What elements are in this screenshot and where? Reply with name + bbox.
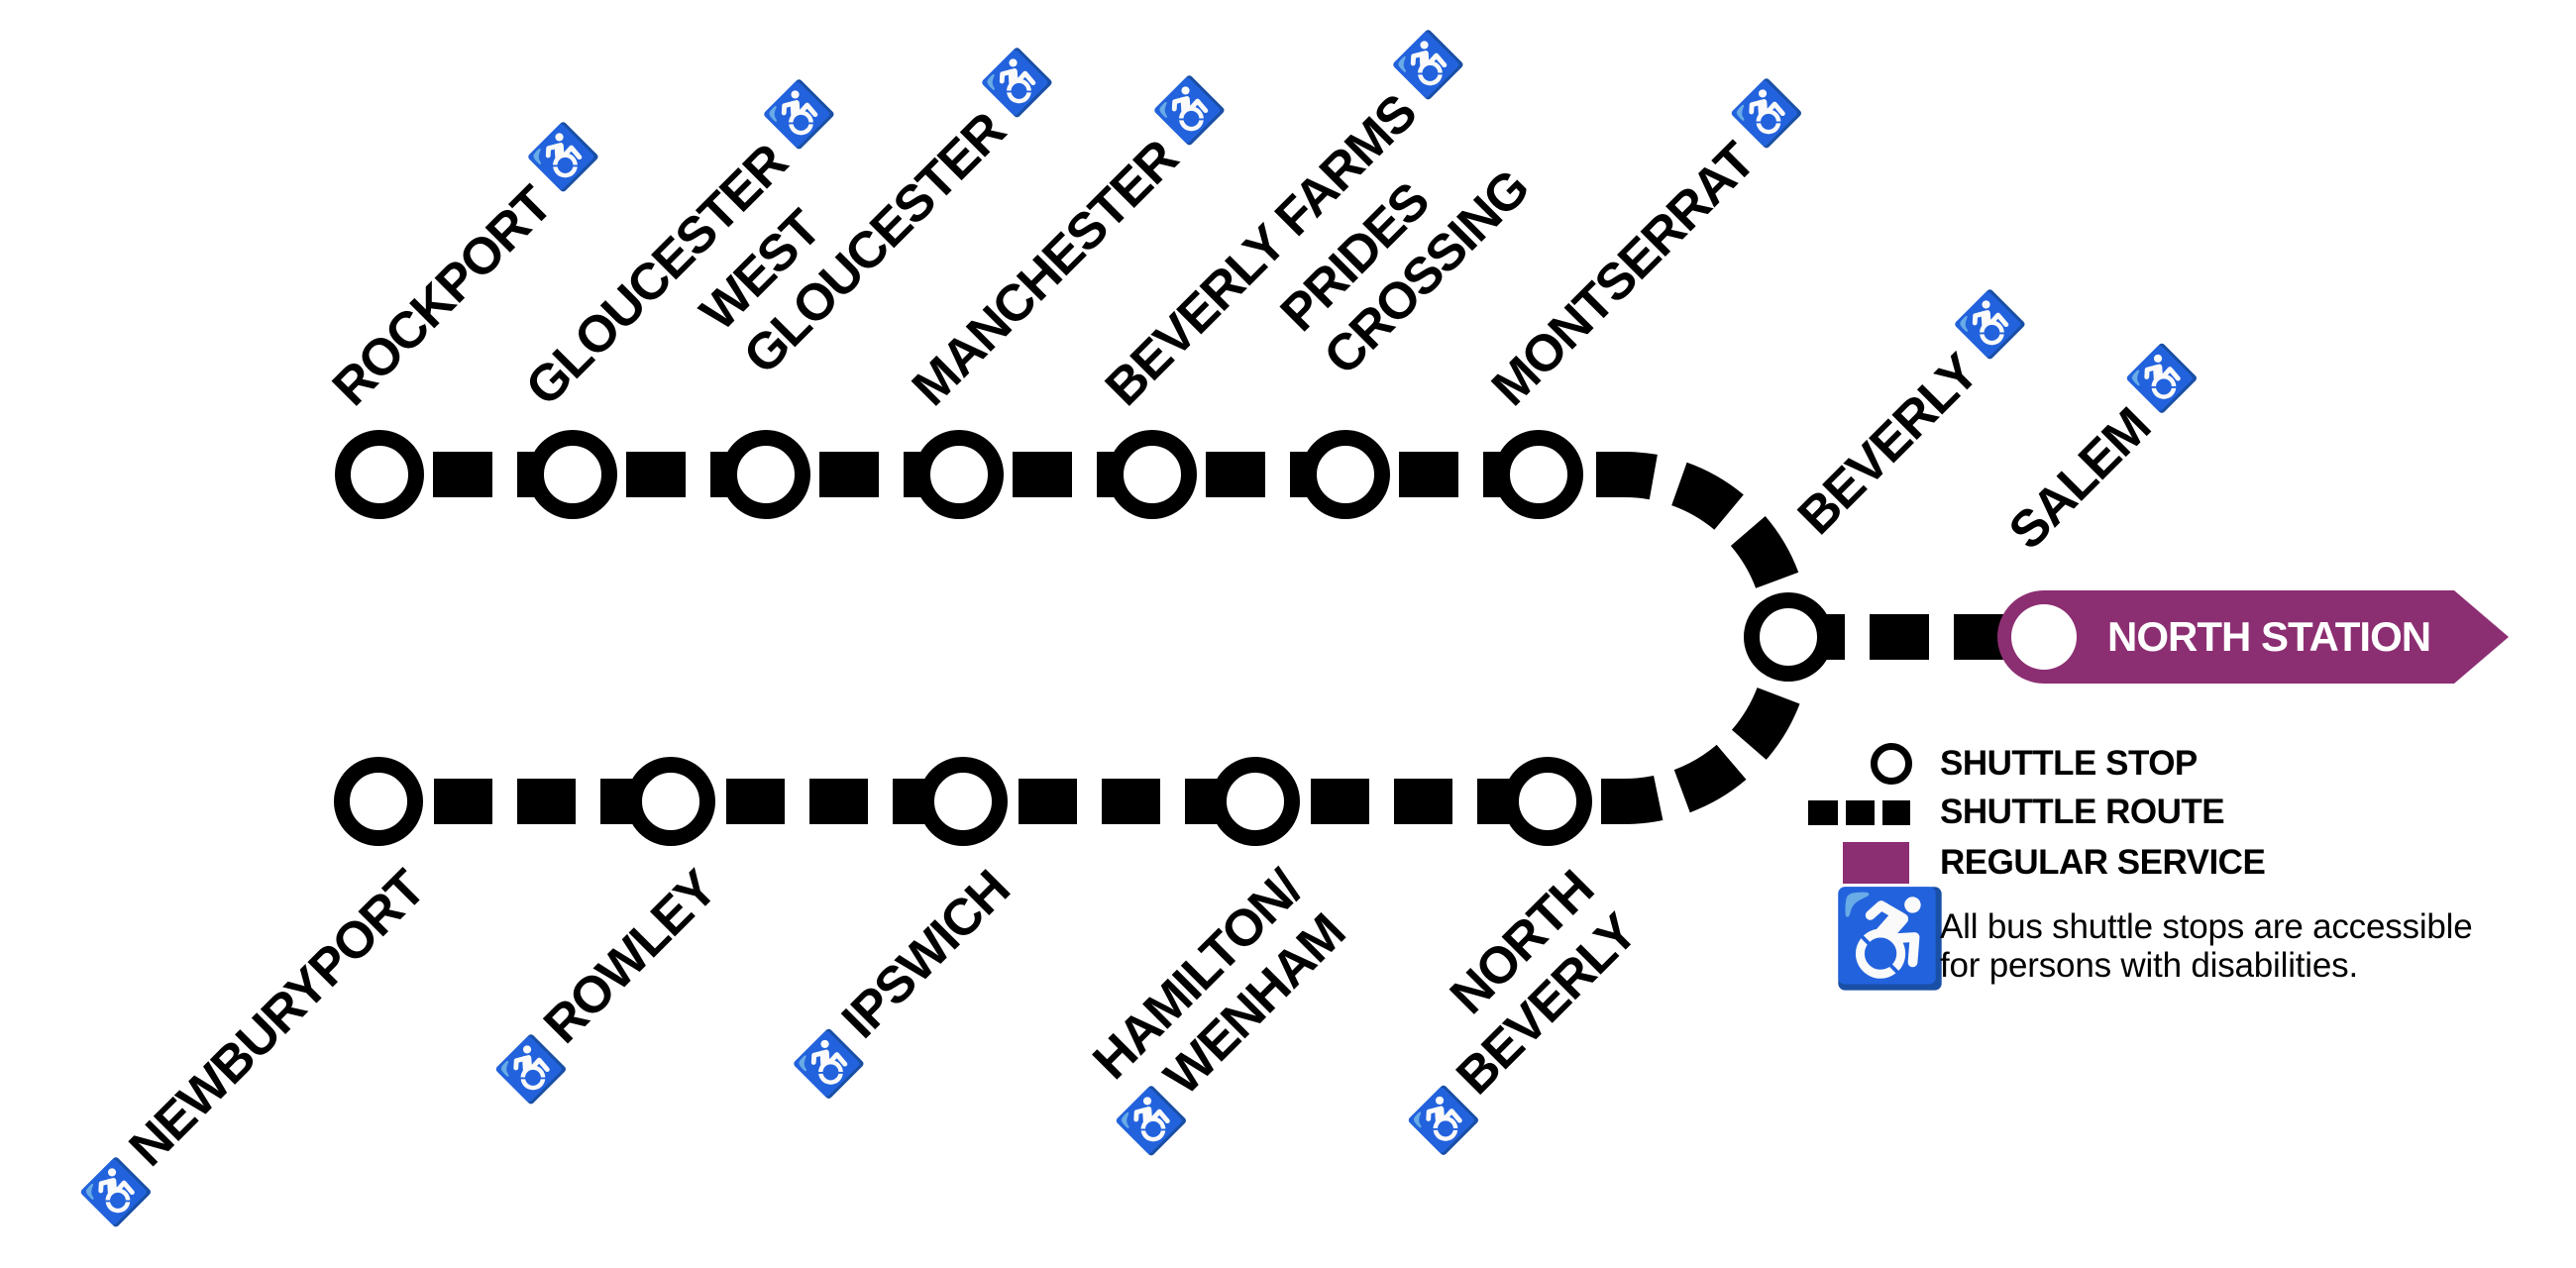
shuttle-stop-icon: [1871, 743, 1912, 785]
shuttle-route-icon: [1846, 800, 1875, 825]
legend-regular-service-label: REGULAR SERVICE: [1940, 843, 2266, 882]
shuttle-route-curve-top: [1512, 452, 1810, 638]
route-dash: [819, 452, 879, 497]
north-station-label: NORTH STATION: [2107, 613, 2431, 660]
route-dash: [1399, 452, 1458, 497]
shuttle-route-icon: [1882, 800, 1910, 825]
regular-service-badge: [2044, 590, 2454, 684]
shuttle-route-curve-bottom: [1519, 636, 1812, 824]
route-dash: [726, 779, 785, 824]
route-dash: [433, 452, 492, 497]
route-dash: [1013, 452, 1072, 497]
station-circle-ipswich: [918, 757, 1008, 846]
regular-service-icon: [1843, 842, 1909, 884]
route-dash: [1102, 779, 1160, 824]
route-dash: [809, 779, 868, 824]
legend-shuttle-stop-label: SHUTTLE STOP: [1940, 744, 2198, 783]
route-dash: [1206, 452, 1265, 497]
route-dash: [517, 779, 576, 824]
regular-service-arrowhead: [2454, 590, 2509, 684]
station-circle-newburyport: [334, 757, 423, 846]
station-circle-montserrat: [1494, 430, 1583, 519]
route-dash: [1019, 779, 1077, 824]
station-circle-west-gloucester: [721, 430, 810, 519]
station-circle-gloucester: [528, 430, 617, 519]
station-circle-manchester: [914, 430, 1004, 519]
station-circle-rowley: [626, 757, 715, 846]
route-dash: [1394, 779, 1452, 824]
route-dash: [626, 452, 686, 497]
accessibility-note-line1: All bus shuttle stops are accessible: [1940, 907, 2473, 946]
station-circle-beverly-farms: [1108, 430, 1197, 519]
shuttle-route-icon: [1808, 800, 1838, 825]
accessibility-note-line2: for persons with disabilities.: [1940, 946, 2358, 985]
legend-shuttle-route-label: SHUTTLE ROUTE: [1940, 792, 2225, 831]
station-circle-north-beverly: [1503, 757, 1592, 846]
station-circle-prides-crossing: [1301, 430, 1390, 519]
wheelchair-icon: ♿: [1831, 887, 1949, 992]
route-dash: [434, 779, 492, 824]
station-circle-beverly: [1744, 592, 1833, 682]
station-circle-rockport: [335, 430, 424, 519]
route-dash: [1870, 614, 1929, 660]
route-dash: [1311, 779, 1369, 824]
accessibility-note: All bus shuttle stops are accessible for…: [1940, 907, 2473, 985]
station-circle-hamilton-wenham: [1211, 757, 1300, 846]
station-circle-salem: [2011, 604, 2077, 670]
